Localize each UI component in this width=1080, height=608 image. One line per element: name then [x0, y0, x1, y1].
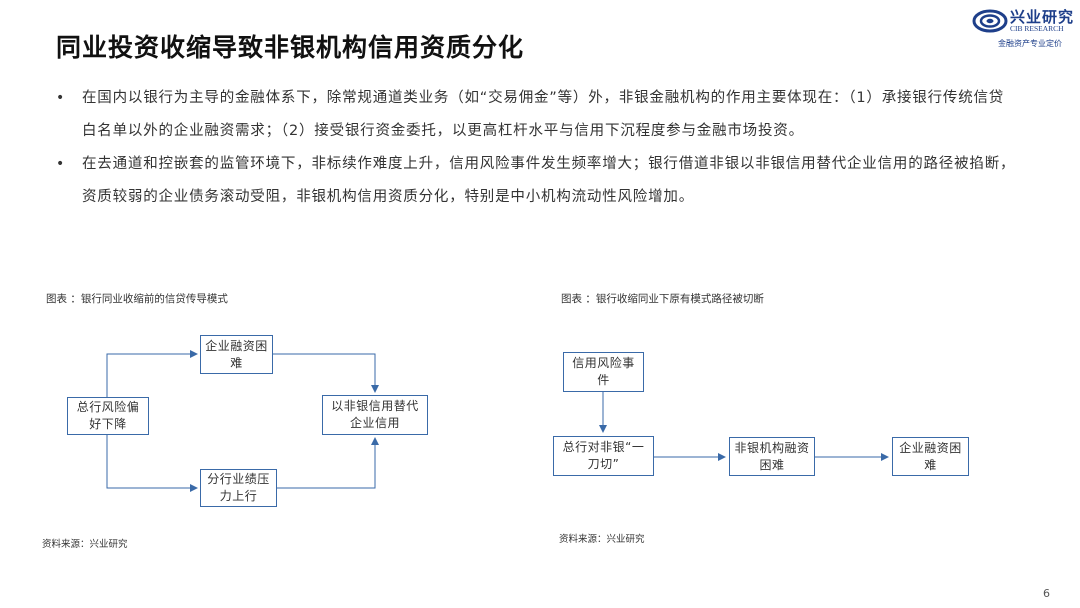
arrow-risk-to-corp	[106, 350, 198, 397]
figure-caption-right: 图表 ：银行收缩同业下原有模式路径被切断	[561, 293, 764, 305]
logo-slogan: 金融资产专业定价	[998, 39, 1062, 48]
node-nonbank-credit-replacement: 以非银信用替代企业信用	[322, 395, 428, 435]
node-hq-one-size-cut: 总行对非银“一刀切”	[553, 436, 654, 476]
cib-logo-icon	[972, 9, 1008, 33]
bullet-dot: •	[56, 90, 66, 106]
bullet-dot: •	[56, 156, 66, 172]
arrow-branch-to-nonbank	[277, 437, 379, 489]
arrow-risk-to-branch	[106, 435, 198, 492]
bullet-item: • 在国内以银行为主导的金融体系下，除常规通道类业务（如“交易佣金”等）外，非银…	[56, 82, 1016, 148]
figure-caption-left: 图表 ：银行同业收缩前的信贷传导模式	[46, 293, 228, 305]
logo-name-en: CIB RESEARCH	[1010, 24, 1064, 33]
logo-name-cn: 兴业研究	[1010, 8, 1075, 26]
page-number: 6	[1043, 587, 1050, 600]
node-risk-preference: 总行风险偏好下降	[67, 397, 149, 435]
node-credit-risk-event: 信用风险事件	[563, 352, 644, 392]
figure-source-left: 资料来源：兴业研究	[42, 539, 128, 550]
node-corporate-financing-difficulty-2: 企业融资困难	[892, 437, 969, 476]
bullet-item: • 在去通道和控嵌套的监管环境下，非标续作难度上升，信用风险事件发生频率增大；银…	[56, 148, 1016, 214]
node-nonbank-financing-difficulty: 非银机构融资困难	[729, 437, 815, 476]
figure-source-right: 资料来源：兴业研究	[559, 534, 645, 545]
bullet-list: • 在国内以银行为主导的金融体系下，除常规通道类业务（如“交易佣金”等）外，非银…	[56, 82, 1016, 214]
bullet-text: 在去通道和控嵌套的监管环境下，非标续作难度上升，信用风险事件发生频率增大；银行借…	[82, 156, 1016, 205]
arrow-corp-to-nonbank	[273, 353, 379, 393]
node-branch-pressure: 分行业绩压力上行	[200, 469, 277, 507]
bullet-text: 在国内以银行为主导的金融体系下，除常规通道类业务（如“交易佣金”等）外，非银金融…	[82, 90, 1005, 139]
page-title: 同业投资收缩导致非银机构信用资质分化	[56, 33, 525, 62]
node-corporate-financing-difficulty: 企业融资困难	[200, 335, 273, 374]
cib-logo: 兴业研究 CIB RESEARCH 金融资产专业定价	[968, 6, 1076, 50]
